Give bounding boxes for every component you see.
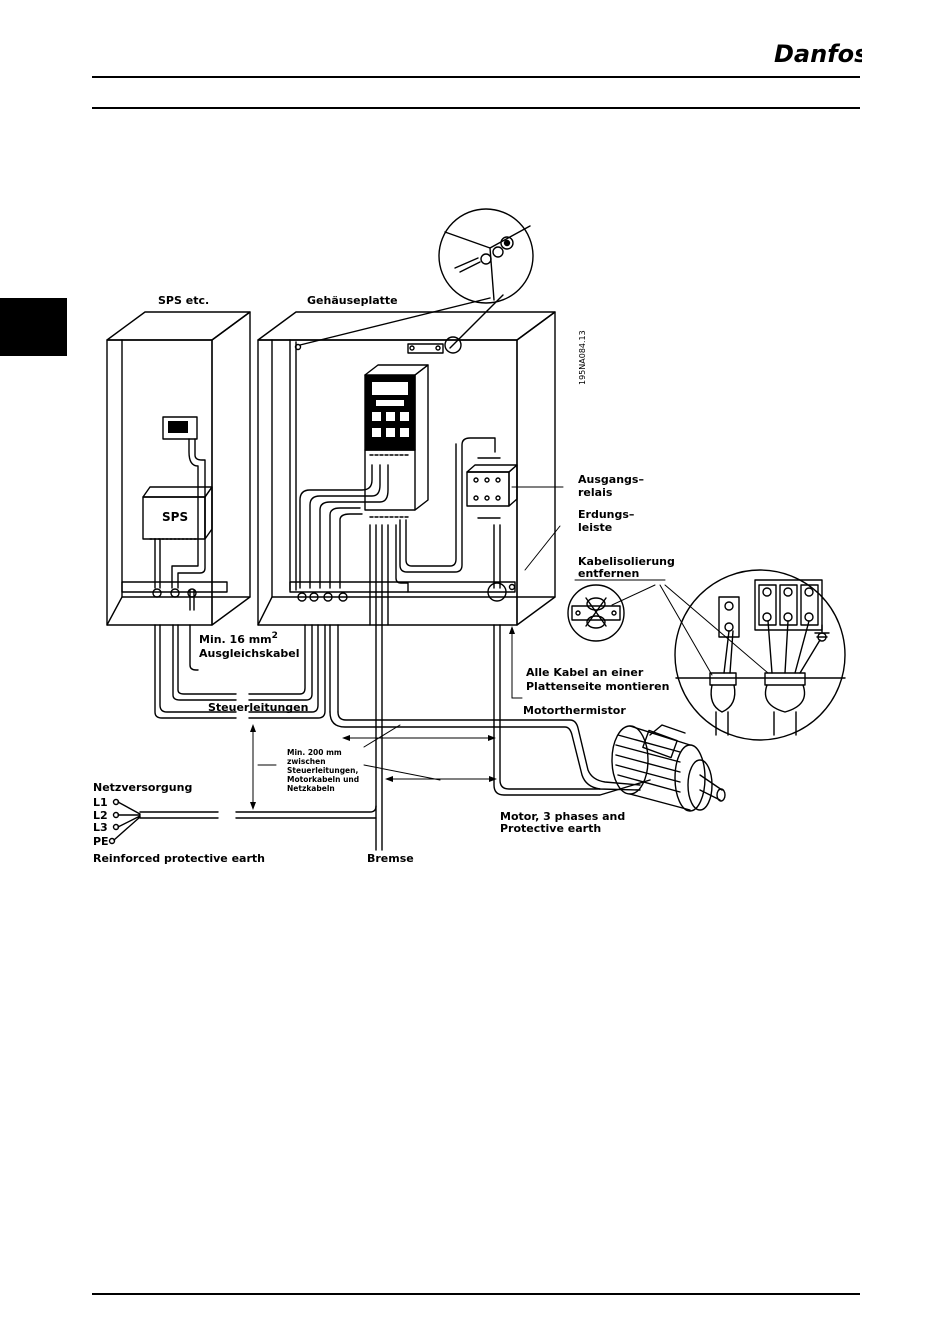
- label-sps-etc: SPS etc.: [158, 294, 209, 307]
- label-steuerleitungen: Steuerleitungen: [208, 701, 308, 714]
- label-kabel-2: entfernen: [578, 567, 639, 580]
- label-kabel-1: Kabelisolierung: [578, 555, 675, 568]
- frequency-converter: [364, 343, 444, 518]
- sps-cabinet: [106, 311, 251, 626]
- figure-id: 195NA084.13: [578, 330, 587, 385]
- motor: [611, 724, 726, 812]
- danfoss-logo: Danfoss: [774, 40, 862, 68]
- label-l3: L3: [93, 821, 108, 834]
- svg-text:Danfoss: Danfoss: [774, 40, 862, 68]
- label-min200-1: Min. 200 mm: [287, 748, 342, 757]
- sps-display: [162, 416, 198, 440]
- output-relay: [466, 457, 518, 519]
- label-l1: L1: [93, 796, 108, 809]
- external-cables: [108, 624, 651, 851]
- label-ausgangs-2: relais: [578, 486, 613, 499]
- label-motorthermistor: Motorthermistor: [523, 704, 626, 717]
- label-ausgleichskabel: Ausgleichskabel: [199, 647, 300, 660]
- detail-circle-mount: [438, 208, 534, 304]
- chapter-tab: [0, 298, 67, 356]
- label-min200-3: Steuerleitungen,: [287, 766, 358, 775]
- label-motor-2: Protective earth: [500, 822, 601, 835]
- label-min200-4: Motorkabeln und: [287, 775, 359, 784]
- header-rule-bottom: [92, 107, 860, 109]
- header-rule-top: [92, 76, 860, 78]
- label-ausgangs-1: Ausgangs–: [578, 473, 644, 486]
- label-bremse: Bremse: [367, 852, 414, 865]
- label-gehaeuseplatte: Gehäuseplatte: [307, 294, 398, 307]
- label-min200-5: Netzkabeln: [287, 784, 335, 793]
- footer-rule: [92, 1293, 860, 1295]
- detail-circle-clamp: [567, 584, 625, 642]
- label-pe: PE: [93, 835, 109, 848]
- label-min200-2: zwischen: [287, 757, 326, 766]
- label-min16: Min. 16 mm2: [199, 631, 278, 646]
- detail-circle-terminals: [674, 569, 846, 741]
- label-reinforced-pe: Reinforced protective earth: [93, 852, 265, 865]
- label-netzversorgung: Netzversorgung: [93, 781, 192, 794]
- label-sps: SPS: [162, 510, 188, 524]
- label-erdungs-2: leiste: [578, 521, 612, 534]
- label-alle-kabel-2: Plattenseite montieren: [526, 680, 669, 693]
- label-erdungs-1: Erdungs–: [578, 508, 634, 521]
- label-l2: L2: [93, 809, 108, 822]
- label-alle-kabel-1: Alle Kabel an einer: [526, 666, 644, 679]
- label-motor-1: Motor, 3 phases and: [500, 810, 625, 823]
- main-cabinet: [257, 294, 556, 626]
